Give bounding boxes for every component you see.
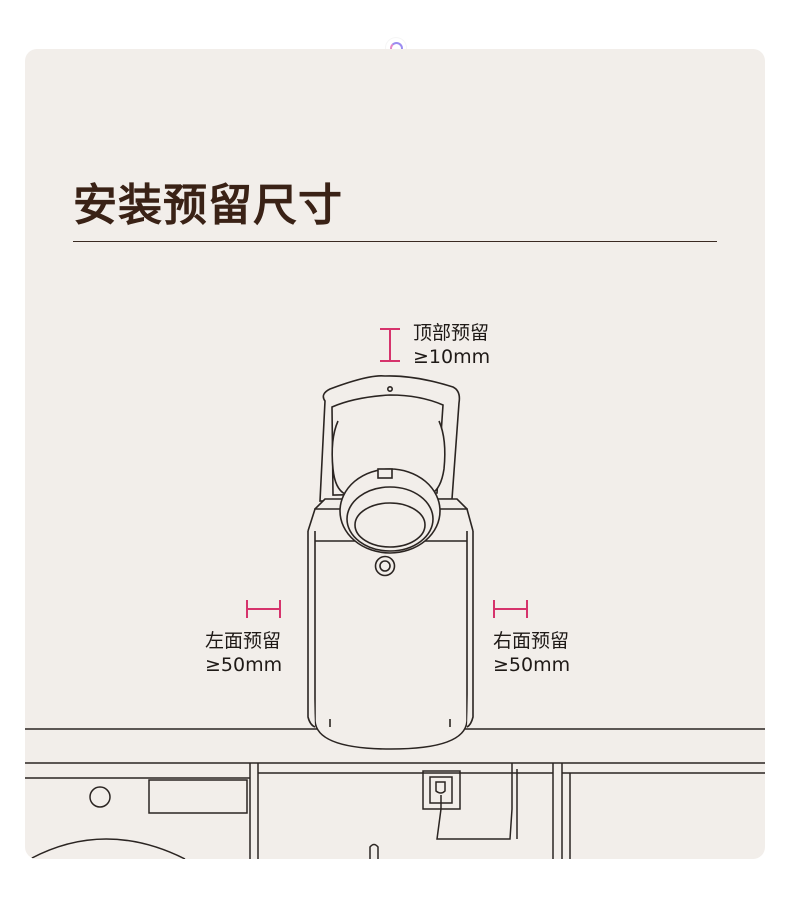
top-clearance-marker [380, 328, 400, 362]
wall-socket [422, 763, 518, 840]
cabinet-row [25, 763, 765, 859]
left-clearance-marker [246, 600, 281, 618]
right-clearance-marker [493, 600, 528, 618]
top-clearance-value: ≥10mm [413, 346, 491, 368]
left-clearance-name: 左面预留 [205, 630, 282, 652]
left-clearance-label: 左面预留 ≥50mm [205, 629, 282, 677]
top-clearance-label: 顶部预留 ≥10mm [413, 321, 490, 369]
right-clearance-label: 右面预留 ≥50mm [493, 629, 570, 677]
content-card: 安装预留尺寸 [25, 49, 765, 859]
right-clearance-value: ≥50mm [493, 654, 571, 676]
right-clearance-name: 右面预留 [493, 630, 570, 652]
installation-illustration [25, 328, 765, 859]
top-clearance-name: 顶部预留 [413, 322, 490, 344]
front-load-washer [29, 779, 248, 859]
drain-pipe [369, 843, 379, 859]
page-title: 安装预留尺寸 [73, 180, 343, 231]
left-clearance-value: ≥50mm [205, 654, 283, 676]
title-divider [73, 241, 717, 242]
washing-machine [307, 374, 474, 750]
